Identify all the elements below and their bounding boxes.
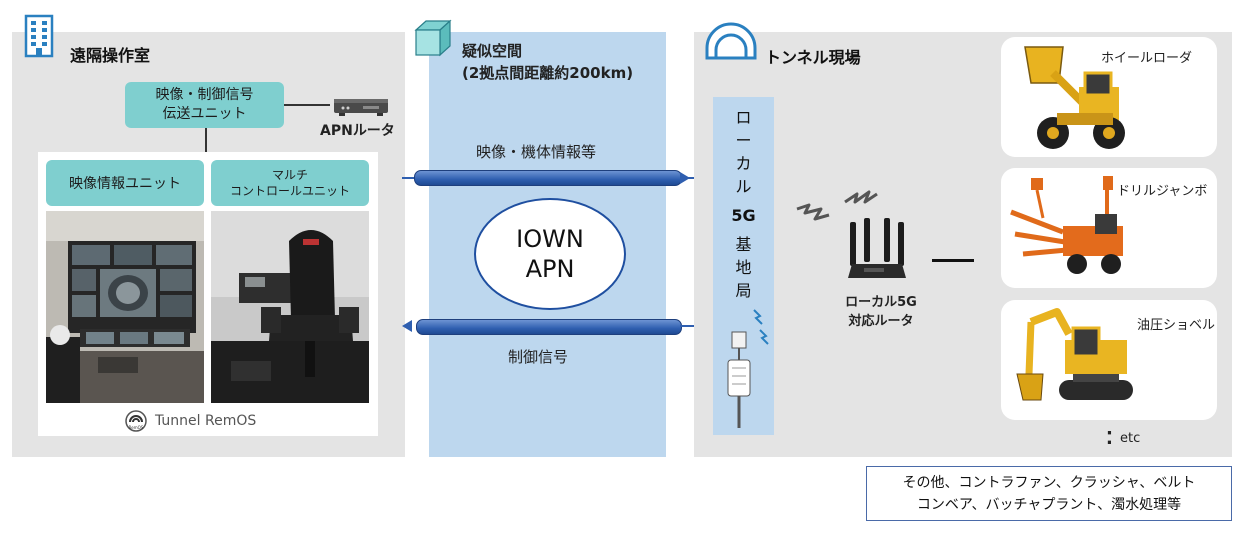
machine-card-excavator: 油圧ショベル xyxy=(1001,300,1217,420)
wheel-loader-label: ホイールローダ xyxy=(1101,51,1193,66)
remote-room-title: 遠隔操作室 xyxy=(70,46,151,65)
remos-logo-text: RemOS xyxy=(129,425,144,430)
multi-control-line1: マルチ xyxy=(271,168,308,182)
excavator-icon xyxy=(1016,308,1133,401)
etc-label: etc xyxy=(1120,431,1141,446)
apn-router-icon xyxy=(333,93,389,119)
bs-5g: 5G xyxy=(731,206,756,225)
wheel-loader-icon xyxy=(1024,46,1125,149)
virtual-space-title: 疑似空間 (2拠点間距離約200km) xyxy=(462,40,633,84)
local-5g-router-icon xyxy=(846,218,908,284)
router-line2: 対応ルータ xyxy=(848,314,914,329)
lower-control-pipe xyxy=(416,319,682,335)
remos-logo: RemOS xyxy=(125,410,147,432)
drill-jumbo-icon xyxy=(1010,176,1123,274)
unit-to-router-line xyxy=(284,104,330,106)
virtual-space-title-line2: (2拠点間距離約200km) xyxy=(462,64,634,82)
other-equipment-line1: その他、コントラファン、クラッシャ、ベルト xyxy=(902,474,1196,491)
apn-label: APN xyxy=(525,255,575,283)
router-to-machines-line xyxy=(932,259,974,262)
bs-char-4: ル xyxy=(735,177,752,196)
transmission-unit-line1: 映像・制御信号 xyxy=(155,87,254,103)
bs-char-2: ー xyxy=(735,131,752,150)
bs-char-6: 地 xyxy=(735,258,752,277)
machine-card-drill-jumbo: ドリルジャンボ xyxy=(1001,168,1217,288)
excavator-label: 油圧ショベル xyxy=(1137,318,1216,333)
drill-jumbo-label: ドリルジャンボ xyxy=(1117,184,1208,199)
bs-char-3: カ xyxy=(735,154,752,173)
lower-arrow-head xyxy=(402,320,412,332)
other-equipment-line2: コンベア、バッチャプラント、濁水処理等 xyxy=(916,496,1182,513)
lower-flow-label: 制御信号 xyxy=(508,348,569,366)
upper-data-pipe xyxy=(414,170,682,186)
unit-to-console-line xyxy=(205,128,207,152)
bs-char-5: 基 xyxy=(735,235,752,254)
apn-router-label: APNルータ xyxy=(320,123,395,139)
upper-arrow-head xyxy=(680,172,690,184)
machine-card-wheel-loader: ホイールローダ xyxy=(1001,37,1217,157)
transmission-unit: 映像・制御信号 伝送ユニット xyxy=(125,82,284,128)
local-5g-router-label: ローカル5G 対応ルータ xyxy=(838,293,924,331)
iown-apn-network: IOWN APN xyxy=(474,198,626,310)
transmission-unit-line2: 伝送ユニット xyxy=(162,106,247,122)
signal-wave-left-icon xyxy=(795,203,831,225)
control-seat-photo xyxy=(211,211,369,403)
video-info-unit: 映像情報ユニット xyxy=(46,160,204,206)
brand-label: Tunnel RemOS xyxy=(155,413,257,429)
lower-arrow-tail xyxy=(680,325,702,327)
multi-control-line2: コントロールユニット xyxy=(229,184,350,198)
tunnel-icon xyxy=(704,22,758,60)
other-equipment-box: その他、コントラファン、クラッシャ、ベルト コンベア、バッチャプラント、濁水処理… xyxy=(866,466,1232,521)
bs-char-1: ロ xyxy=(735,108,752,127)
base-station-antenna-icon xyxy=(724,300,774,432)
base-station-label: ロ ー カ ル 5G 基 地 局 xyxy=(713,106,774,302)
cube-icon xyxy=(412,18,452,58)
upper-arrow-line xyxy=(402,177,416,179)
router-line1: ローカル5G xyxy=(845,295,917,310)
virtual-space-title-line1: 疑似空間 xyxy=(462,42,523,60)
etc-dots: ⁚ xyxy=(1106,428,1113,449)
video-monitor-photo xyxy=(46,211,204,403)
tunnel-site-title: トンネル現場 xyxy=(765,48,861,67)
signal-wave-right-icon xyxy=(843,188,879,210)
building-icon xyxy=(22,14,56,58)
bs-char-7: 局 xyxy=(735,281,752,300)
iown-label: IOWN xyxy=(516,225,584,253)
multi-control-unit: マルチ コントロールユニット xyxy=(211,160,369,206)
upper-flow-label: 映像・機体情報等 xyxy=(476,143,597,161)
